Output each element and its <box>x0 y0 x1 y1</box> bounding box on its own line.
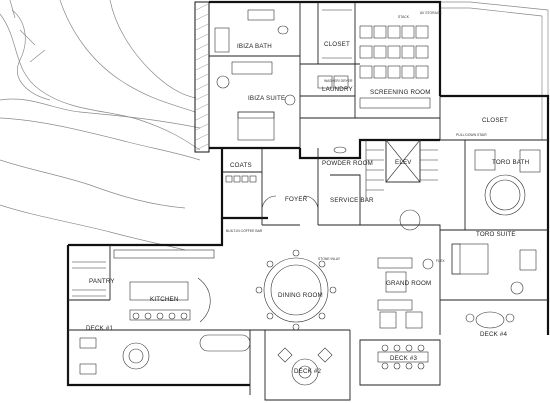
label-deck-2: DECK #2 <box>294 368 322 375</box>
label-service-bar: SERVICE BAR <box>330 197 374 204</box>
label-toro-bath: TORO BATH <box>492 159 529 166</box>
label-pantry: PANTRY <box>89 278 115 285</box>
label-toro-suite: TORO SUITE <box>476 231 516 238</box>
note-stack: STACK <box>398 15 410 19</box>
label-closet-upper: CLOSET <box>324 41 350 48</box>
label-deck-4: DECK #4 <box>480 331 508 338</box>
central-core <box>220 138 440 226</box>
decks <box>67 330 429 401</box>
right-wing <box>439 94 550 335</box>
note-stone-inlay: STONE INLAY <box>318 257 341 261</box>
label-elevator: ELEV <box>395 159 412 166</box>
note-pull-down-stair: PULL DOWN STAIR <box>456 133 487 137</box>
main-level <box>66 209 441 395</box>
room-labels: IBIZA BATH CLOSET SCREENING ROOM LAUNDRY… <box>86 41 529 375</box>
label-grand-room: GRAND ROOM <box>386 280 431 287</box>
note-av-storage: AV STORAGE <box>420 11 442 15</box>
label-closet-right: CLOSET <box>482 117 508 124</box>
note-washer-dryer: WASHER/ DRYER <box>324 79 353 83</box>
label-foyer: FOYER <box>285 196 308 203</box>
label-ibiza-bath: IBIZA BATH <box>237 43 272 50</box>
annotations: STONE INLAY BUILT-IN COFFEE BAR STACK AV… <box>226 11 487 263</box>
note-flex: FLEX <box>436 259 445 263</box>
label-laundry: LAUNDRY <box>322 86 353 93</box>
label-dining-room: DINING ROOM <box>278 292 323 299</box>
label-kitchen: KITCHEN <box>150 296 179 303</box>
label-deck-1: DECK #1 <box>86 325 114 332</box>
label-deck-3: DECK #3 <box>390 355 418 362</box>
label-screening-room: SCREENING ROOM <box>370 89 431 96</box>
label-ibiza-suite: IBIZA SUITE <box>248 95 285 102</box>
upper-wing <box>194 0 442 153</box>
note-built-in-coffee-bar: BUILT-IN COFFEE BAR <box>226 229 263 233</box>
label-powder-room: POWDER ROOM <box>322 160 373 167</box>
label-coats: COATS <box>230 162 252 169</box>
terrain-contours <box>0 0 549 251</box>
